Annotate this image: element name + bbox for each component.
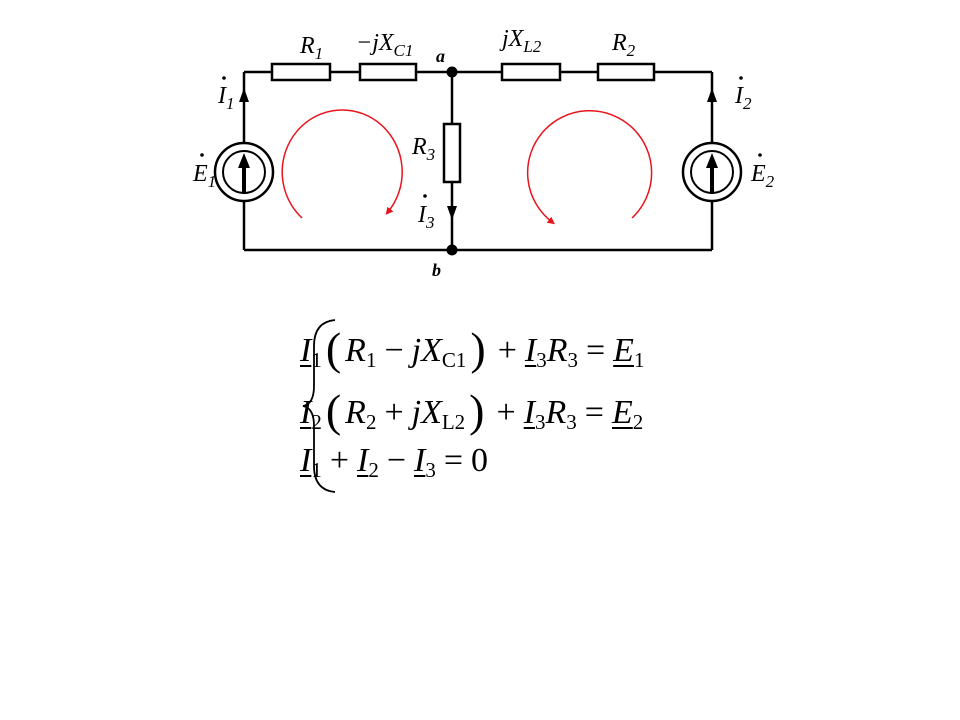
label-i2: I2 (734, 83, 752, 113)
current-i3-arrow (447, 206, 457, 220)
current-i2-arrow (707, 88, 717, 102)
label-i3: I3 (417, 202, 435, 232)
label-e1: E1 (192, 161, 216, 191)
capacitive-reactance-xc1 (358, 62, 418, 82)
resistor-r1 (270, 62, 332, 82)
label-xc1: −jXC1 (356, 30, 413, 60)
resistor-r2 (596, 62, 656, 82)
node-a-label: a (436, 46, 445, 66)
system-brace (302, 319, 336, 493)
current-i1-arrow (239, 88, 249, 102)
label-r1: R1 (299, 33, 323, 63)
voltage-source-e2 (681, 141, 743, 203)
equation-1: I1(R1−jXC1)+I3R3=E1 (300, 323, 645, 374)
equation-3: I1+I2−I3=0 (300, 442, 489, 482)
loop-1-arrow (281, 109, 403, 219)
label-xl2: jXL2 (499, 26, 542, 56)
label-i1: I1 (217, 83, 235, 113)
node-b-dot (446, 244, 458, 256)
node-a-dot (446, 66, 458, 78)
label-r3: R3 (411, 134, 435, 164)
loop-2-arrow (526, 109, 653, 225)
inductive-reactance-xl2 (500, 62, 562, 82)
node-b-label: b (432, 260, 441, 280)
equation-2: I2(R2+jXL2)+I3R3=E2 (300, 385, 644, 436)
circuit-wires (242, 70, 714, 252)
voltage-source-e1 (213, 141, 275, 203)
label-e2: E2 (750, 161, 775, 191)
resistor-r3 (442, 122, 462, 184)
phasor-dots (200, 76, 762, 198)
label-r2: R2 (611, 30, 636, 60)
